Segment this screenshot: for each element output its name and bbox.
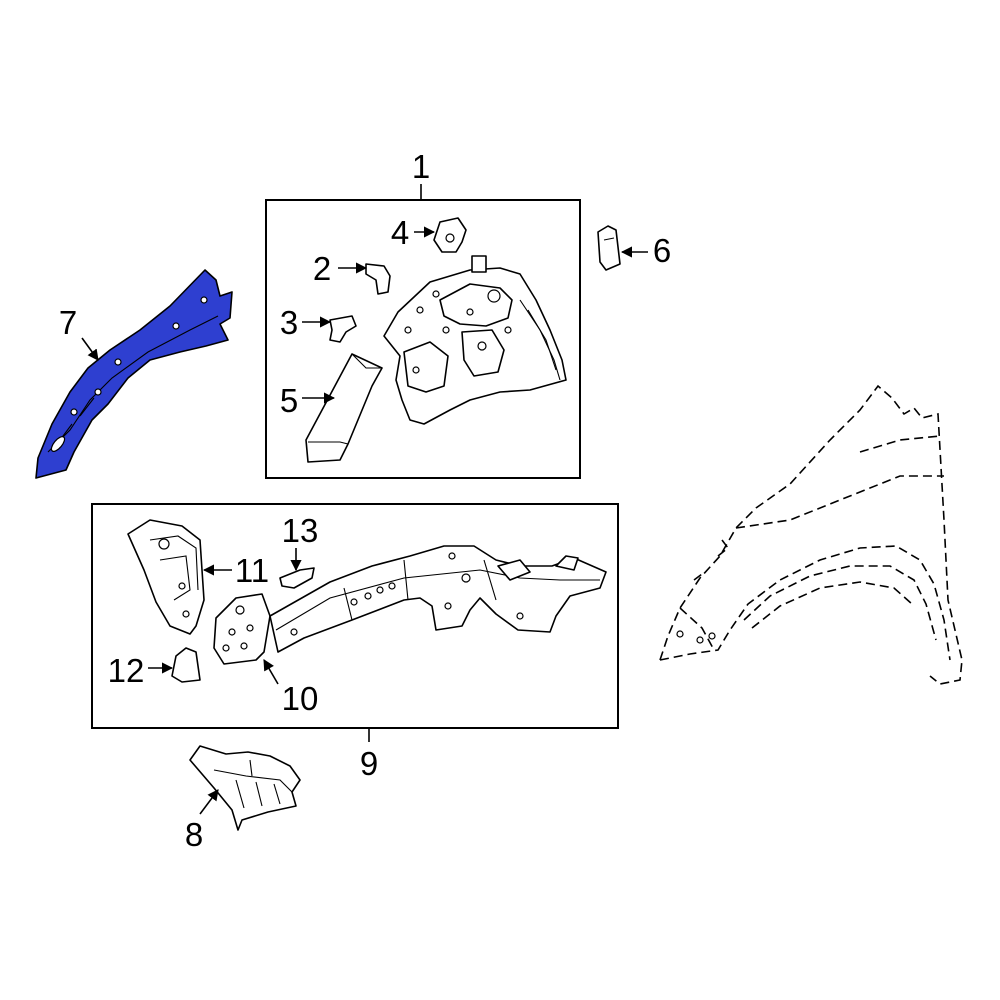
part-7-shape xyxy=(35,269,233,479)
leader-8 xyxy=(199,789,219,815)
part-11[interactable] xyxy=(127,519,205,635)
fender-outline-dashed xyxy=(659,384,963,685)
callout-12: 12 xyxy=(108,652,145,689)
callout-7: 7 xyxy=(59,304,77,341)
callout-10: 10 xyxy=(282,680,319,717)
part-2[interactable] xyxy=(365,263,391,295)
callout-6: 6 xyxy=(653,232,671,269)
part-1-assembly[interactable] xyxy=(383,255,567,425)
leader-10 xyxy=(263,659,279,685)
callout-8: 8 xyxy=(185,816,203,853)
part-13[interactable] xyxy=(279,567,315,589)
callout-9: 9 xyxy=(360,745,378,782)
part-3[interactable] xyxy=(329,315,357,343)
part-9-frame[interactable] xyxy=(269,545,607,653)
part-4[interactable] xyxy=(433,217,467,253)
part-5[interactable] xyxy=(305,353,383,463)
callout-3: 3 xyxy=(280,304,298,341)
callout-4: 4 xyxy=(391,214,409,251)
group-box-9 xyxy=(91,503,619,729)
callout-11: 11 xyxy=(235,552,269,589)
part-6[interactable] xyxy=(597,225,621,271)
callout-1: 1 xyxy=(412,148,430,185)
callout-13: 13 xyxy=(282,512,319,549)
callout-5: 5 xyxy=(280,382,298,419)
part-7-highlighted[interactable] xyxy=(35,269,233,479)
group-box-1 xyxy=(265,199,581,479)
callout-2: 2 xyxy=(313,250,331,287)
part-12[interactable] xyxy=(171,647,201,683)
leader-7 xyxy=(81,337,99,361)
part-8[interactable] xyxy=(189,745,301,831)
part-10[interactable] xyxy=(213,593,271,665)
